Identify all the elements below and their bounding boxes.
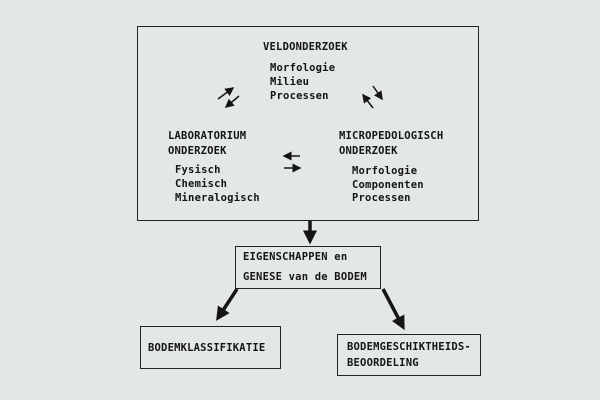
properties-box bbox=[235, 246, 381, 289]
micro-item: Processen bbox=[352, 192, 411, 204]
field-title: VELDONDERZOEK bbox=[263, 41, 348, 53]
arrow-field-to-micro bbox=[372, 85, 383, 101]
arrow-lab-to-field bbox=[217, 87, 235, 100]
lab-title: LABORATORIUM bbox=[168, 130, 247, 142]
field-item: Morfologie bbox=[270, 62, 336, 74]
suitability-label: BEOORDELING bbox=[347, 357, 419, 369]
suitability-box bbox=[337, 334, 481, 376]
classification-box bbox=[140, 326, 281, 369]
properties-label: GENESE van de BODEM bbox=[243, 271, 367, 283]
properties-label: EIGENSCHAPPEN en bbox=[243, 251, 348, 263]
arrow-field-to-lab bbox=[224, 95, 240, 108]
arrow-properties-to-classification bbox=[216, 288, 239, 321]
micro-title: ONDERZOEK bbox=[339, 145, 398, 157]
lab-item: Mineralogisch bbox=[175, 192, 260, 204]
lab-item: Chemisch bbox=[175, 178, 228, 190]
micro-title: MICROPEDOLOGISCH bbox=[339, 130, 444, 142]
suitability-label: BODEMGESCHIKTHEIDS- bbox=[347, 341, 471, 353]
field-item: Milieu bbox=[270, 76, 310, 88]
lab-item: Fysisch bbox=[175, 164, 221, 176]
field-item: Processen bbox=[270, 90, 329, 102]
research-box bbox=[137, 26, 479, 221]
micro-item: Morfologie bbox=[352, 165, 418, 177]
arrow-micro-to-field bbox=[362, 93, 374, 109]
arrow-properties-to-suitability bbox=[381, 288, 405, 331]
lab-title: ONDERZOEK bbox=[168, 145, 227, 157]
micro-item: Componenten bbox=[352, 179, 424, 191]
classification-label: BODEMKLASSIFIKATIE bbox=[148, 342, 266, 354]
